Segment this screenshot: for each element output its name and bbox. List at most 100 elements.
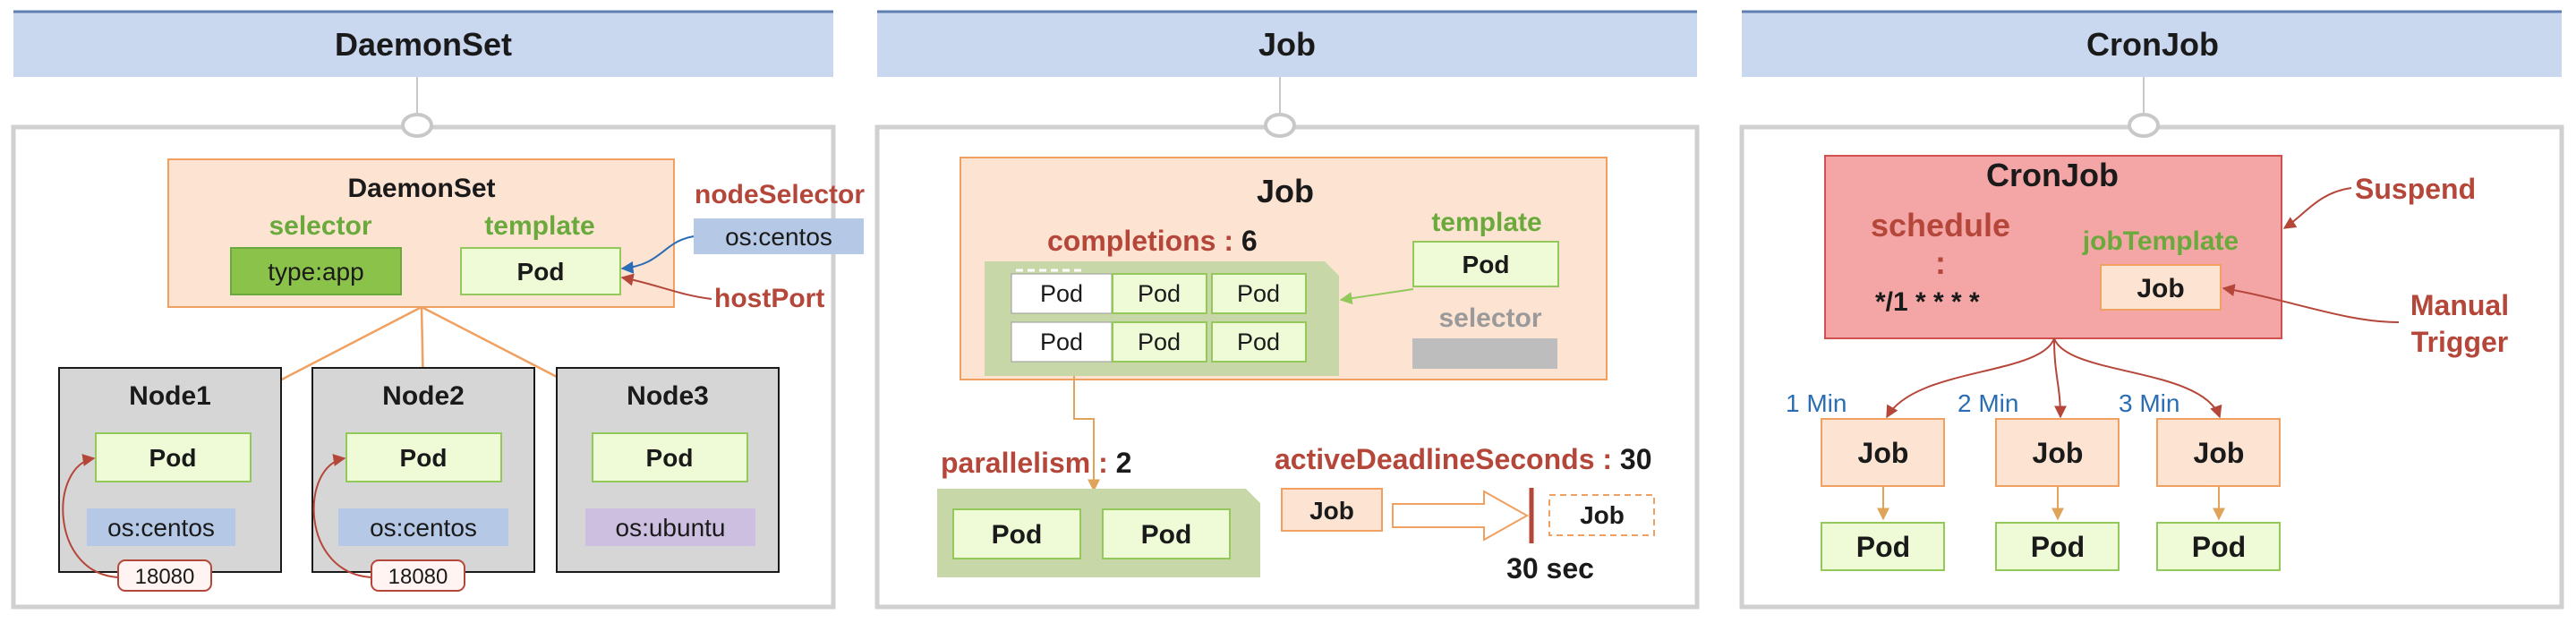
run-pod-chip: [1821, 522, 1945, 571]
node-os-label: os:centos: [370, 514, 477, 542]
job-pod-chip: [1112, 273, 1207, 314]
node-selector-chip: [694, 218, 864, 254]
run-pod-label: Pod: [1856, 531, 1910, 563]
run-pod-chip: [2156, 522, 2281, 571]
node-os-chip: [585, 508, 755, 546]
job-header-bar: [877, 11, 1697, 77]
deadline-job-ghost-chip: [1548, 494, 1655, 536]
node-pod-chip: [592, 432, 748, 482]
parallelism-label-text: parallelism :: [941, 447, 1116, 479]
template-to-pods-arrow: [1339, 288, 1414, 305]
deadline-job-chip: [1281, 488, 1383, 532]
node-os-chip: [87, 508, 235, 546]
node-card: Node1 Pod os:centos 18080: [58, 367, 282, 592]
job-panel: Job Job completions : 6 template Pod sel…: [874, 10, 1700, 610]
run-job-label: Job: [2194, 437, 2245, 469]
selector-value-chip: [230, 247, 402, 295]
job-template-value: Job: [2137, 274, 2184, 303]
host-port-loop-arrow: [62, 454, 119, 578]
daemonset-spec-title: DaemonSet: [347, 174, 495, 203]
deadline-label-text: activeDeadlineSeconds :: [1275, 443, 1620, 475]
node-card: Node3 Pod os:ubuntu: [556, 367, 780, 573]
deadline-value: 30: [1620, 443, 1652, 475]
template-pod-chip: [460, 247, 621, 295]
completions-label: completions : 6: [1047, 225, 1258, 257]
cron-run: 3 Min Job Pod: [2119, 389, 2281, 571]
schedule-branch-arrow: [2053, 337, 2222, 419]
job-selector-chip: [1412, 338, 1557, 369]
node-selector-value: os:centos: [725, 223, 832, 251]
suspend-label: Suspend: [2355, 173, 2476, 205]
node-selector-arrow: [620, 235, 695, 274]
manual-trigger-arrow: [2222, 284, 2400, 323]
job-pod-chip: [1011, 273, 1113, 314]
daemonset-connector-circle: [401, 113, 433, 138]
deadline-block-arrow: [1392, 490, 1530, 542]
node-os-chip: [338, 508, 508, 546]
manual-trigger-label-line2: Trigger: [2411, 326, 2508, 358]
schedule-value: */1 * * * *: [1875, 287, 1980, 317]
node-pod-label: Pod: [646, 444, 694, 472]
node-os-label: os:centos: [107, 514, 215, 542]
job-template-label: template: [1431, 208, 1541, 237]
job-pod-label: Pod: [1138, 329, 1181, 355]
completions-to-parallelism-arrow: [1073, 376, 1100, 492]
run-job-chip: [1821, 418, 1945, 487]
job-template-pod-chip: [1412, 241, 1559, 287]
job-pod-chip: [1211, 321, 1307, 363]
daemonset-header-bar: [13, 11, 833, 77]
schedule-colon: :: [1935, 244, 1946, 281]
run-interval-label: 1 Min: [1786, 389, 1847, 417]
host-port-value: 18080: [388, 565, 448, 589]
daemonset-header-title: DaemonSet: [335, 26, 512, 63]
run-pod-label: Pod: [2192, 531, 2246, 563]
node-pod-chip: [95, 432, 252, 482]
daemonset-panel: DaemonSet DaemonSet selector template ty…: [11, 10, 865, 610]
deadline-job-right-label: Job: [1580, 501, 1625, 529]
template-pod-label: Pod: [517, 258, 565, 286]
host-port-value: 18080: [135, 565, 195, 589]
host-port-chip: [371, 559, 465, 592]
job-pod-label: Pod: [1040, 280, 1083, 307]
cronjob-panel: CronJob CronJob schedule : */1 * * * * j…: [1739, 10, 2564, 610]
host-port-arrow: [620, 273, 712, 300]
job-pod-label: Pod: [1138, 280, 1181, 307]
node-pod-chip: [345, 432, 502, 482]
run-interval-label: 2 Min: [1958, 389, 2018, 417]
job-header-title: Job: [1258, 26, 1316, 63]
job-selector-label: selector: [1438, 303, 1541, 333]
schedule-branch-arrow: [2053, 337, 2067, 419]
node-os-label: os:ubuntu: [616, 514, 726, 542]
host-port-chip: [117, 559, 212, 592]
host-port-label: hostPort: [714, 284, 824, 313]
run-interval-label: 3 Min: [2119, 389, 2179, 417]
parallel-pod-label: Pod: [1141, 520, 1192, 550]
node-name: Node3: [627, 381, 709, 411]
template-label: template: [484, 211, 594, 241]
run-job-chip: [1995, 418, 2120, 487]
job-spec-title: Job: [1257, 173, 1314, 209]
run-pod-label: Pod: [2031, 531, 2085, 563]
cron-run: 1 Min Job Pod: [1786, 389, 1945, 571]
cronjob-header-title: CronJob: [2086, 26, 2219, 63]
selector-label: selector: [269, 211, 371, 241]
suspend-arrow: [2282, 187, 2352, 229]
node-card: Node2 Pod os:centos 18080: [311, 367, 535, 592]
cronjob-connector-circle: [2128, 113, 2160, 138]
run-job-label: Job: [1858, 437, 1909, 469]
cron-run: 2 Min Job Pod: [1958, 389, 2120, 571]
parallelism-value: 2: [1116, 447, 1132, 479]
job-template-chip: [2100, 264, 2222, 311]
node-selector-label: nodeSelector: [695, 180, 865, 209]
deadline-label: activeDeadlineSeconds : 30: [1275, 443, 1652, 475]
schedule-branch-arrow: [1886, 337, 2055, 419]
run-job-label: Job: [2033, 437, 2084, 469]
node-name: Node2: [382, 381, 465, 411]
cronjob-header-bar: [1742, 11, 2562, 77]
job-template-pod-label: Pod: [1463, 251, 1510, 278]
job-pod-label: Pod: [1040, 329, 1083, 355]
completions-label-text: completions :: [1047, 225, 1241, 257]
parallel-pod-label: Pod: [992, 520, 1043, 550]
deadline-time-label: 30 sec: [1506, 552, 1594, 585]
job-pod-label: Pod: [1237, 329, 1280, 355]
